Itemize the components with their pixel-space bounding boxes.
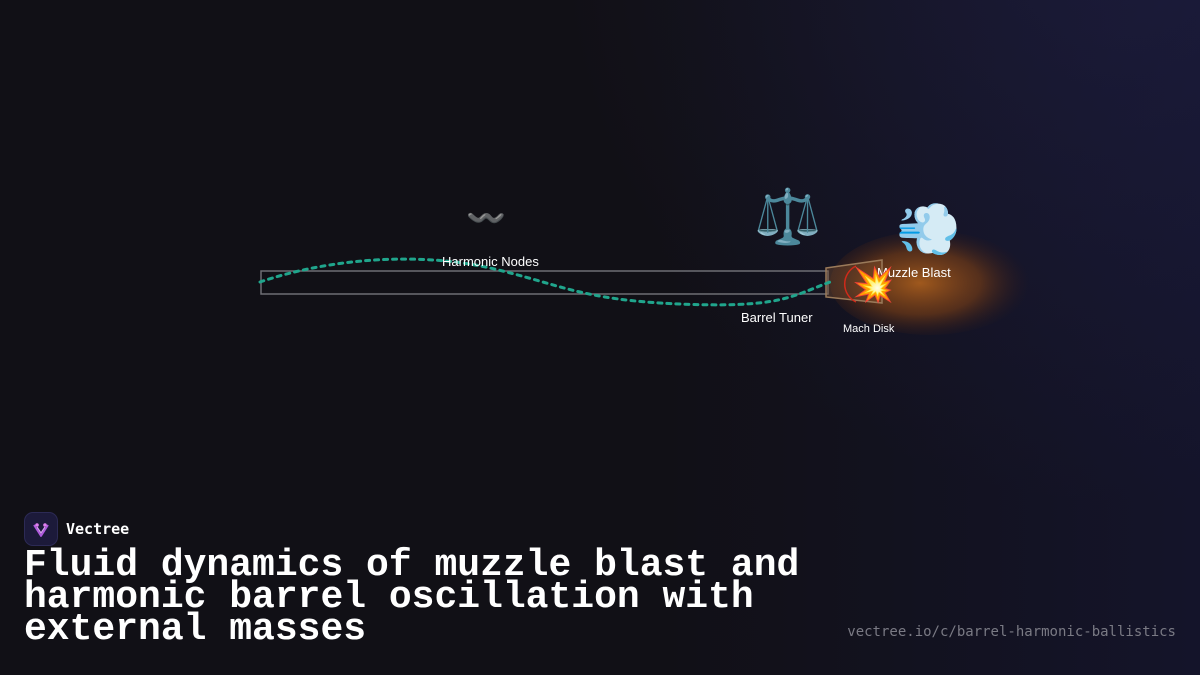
muzzle-blast-label: Muzzle Blast: [877, 265, 951, 280]
brand-name: Vectree: [66, 520, 130, 538]
explosion-icon: 💥: [852, 265, 895, 305]
background-glow: [500, 0, 1200, 650]
wave-icon: 〰️: [466, 199, 506, 237]
page-title: Fluid dynamics of muzzle blast and harmo…: [24, 544, 800, 651]
vectree-logo-glyph: [33, 523, 49, 537]
balance-scale-icon: ⚖️: [754, 185, 822, 248]
mach-disk-label: Mach Disk: [843, 323, 895, 335]
dash-wind-icon: 💨: [896, 200, 961, 260]
barrel-tuner-device: [825, 259, 883, 304]
vectree-logo-icon: [24, 512, 58, 546]
harmonic-nodes-label: Harmonic Nodes: [442, 254, 539, 269]
brand: Vectree: [24, 512, 129, 546]
muzzle-blast-glow: [830, 231, 1030, 335]
source-url[interactable]: vectree.io/c/barrel-harmonic-ballistics: [847, 624, 1176, 640]
harmonic-wave: [258, 257, 832, 307]
shock-ring: [844, 265, 857, 303]
barrel-tuner-label: Barrel Tuner: [741, 310, 813, 325]
